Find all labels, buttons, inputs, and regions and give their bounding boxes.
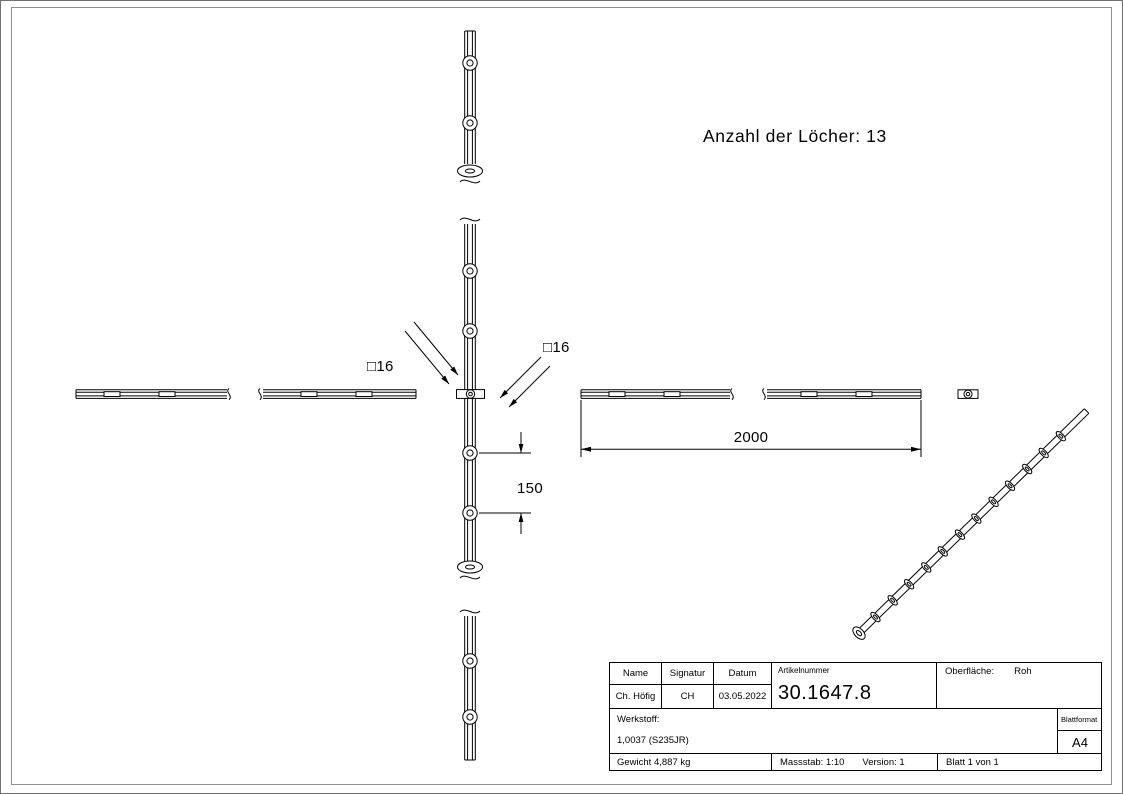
dimension-square16-right: □16	[499, 339, 570, 408]
tb-header-signature: Signatur	[662, 663, 714, 685]
dimension-2000-label: 2000	[734, 429, 769, 446]
tb-material-label: Werkstoff:	[617, 714, 660, 725]
center-crossing	[456, 389, 485, 399]
horizontal-view-end-piece	[957, 389, 979, 399]
tb-header-date: Datum	[714, 663, 772, 685]
tb-header-date-label: Datum	[728, 668, 757, 679]
tb-article-number: 30.1647.8	[778, 682, 872, 704]
tb-material-value: 1,0037 (S235JR)	[617, 735, 689, 746]
tb-value-date: 03.05.2022	[714, 685, 772, 709]
title-block: Name Signatur Datum Ch. Höfig CH 03.05.2…	[609, 662, 1102, 771]
drawing-frame	[11, 7, 1112, 785]
tb-sheet-cell: Blatt 1 von 1	[937, 753, 1102, 771]
tb-article-label: Artikelnummer	[778, 666, 830, 675]
tb-header-name-label: Name	[622, 668, 649, 679]
tb-weight-value: Gewicht 4,887 kg	[617, 757, 691, 768]
dimension-square16-right-label: □16	[543, 339, 570, 356]
tb-surface-label: Oberfläche:	[945, 666, 995, 677]
tb-article-cell: Artikelnummer 30.1647.8	[772, 663, 937, 709]
tb-date-value: 03.05.2022	[718, 691, 767, 702]
vertical-view-top-segment	[457, 30, 483, 184]
tb-format-value: A4	[1072, 734, 1088, 750]
dimension-2000: 2000	[580, 400, 922, 457]
tb-value-name: Ch. Höfig	[610, 685, 662, 709]
tb-version-value: Version: 1	[862, 757, 905, 768]
tb-value-signature: CH	[662, 685, 714, 709]
vertical-view-bottom-segment	[459, 609, 481, 761]
horizontal-view-segment-2	[258, 388, 417, 401]
isometric-view	[852, 408, 1090, 640]
tb-author-name: Ch. Höfig	[615, 691, 656, 702]
tb-author-signature: CH	[680, 691, 695, 702]
horizontal-view-segment-3	[580, 388, 734, 401]
dimension-square16-left: □16	[367, 321, 459, 385]
vertical-view-upper-middle-segment	[459, 217, 481, 390]
tb-material-cell: Werkstoff: 1,0037 (S235JR)	[610, 709, 1057, 753]
hole-count-annotation: Anzahl der Löcher: 13	[703, 126, 887, 146]
tb-surface-value: Roh	[1014, 666, 1032, 677]
dimension-square16-left-label: □16	[367, 358, 394, 375]
dimension-150: 150	[479, 432, 543, 534]
isometric-end-collar	[852, 626, 866, 640]
tb-format-header: Blattformat	[1057, 709, 1102, 731]
tb-header-name: Name	[610, 663, 662, 685]
horizontal-view-segment-4	[762, 388, 922, 401]
dimension-150-label: 150	[517, 480, 543, 497]
tb-header-signature-label: Signatur	[669, 668, 706, 679]
tb-sheet-value: Blatt 1 von 1	[946, 757, 999, 768]
tb-format-label: Blattformat	[1061, 715, 1098, 724]
tb-surface-cell: Oberfläche: Roh	[937, 663, 1102, 709]
tb-format-value-cell: A4	[1057, 731, 1102, 753]
tb-weight-cell: Gewicht 4,887 kg	[610, 753, 772, 771]
tb-scale-value: Massstab: 1:10	[780, 757, 845, 768]
horizontal-view-segment-1	[75, 388, 231, 401]
tb-scale-cell: Massstab: 1:10 Version: 1	[772, 753, 937, 771]
vertical-view-lower-middle-segment	[457, 398, 483, 580]
